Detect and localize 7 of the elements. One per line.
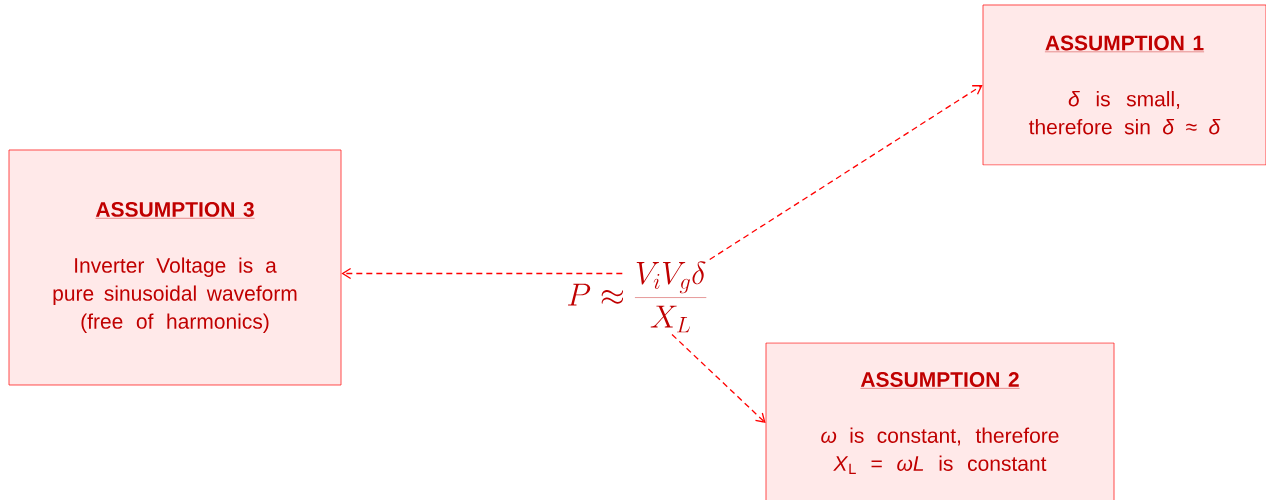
dashed-arrow [341, 267, 623, 280]
dashed-arrow [709, 85, 983, 261]
formula: $P \approx \frac{V_iV_g\delta}{X_L}$ [568, 261, 707, 333]
dashed-arrow [671, 333, 766, 423]
assumption-box: ASSUMPTION 3 Inverter Voltage is a pure sinusoidal waveform (free of harmonics) [8, 149, 342, 386]
assumption-box: ASSUMPTION 2 ω is constant, therefore X$_{L}$ = ωL is constant [765, 342, 1115, 500]
assumption-box: ASSUMPTION 1 δ is small, therefore sin δ ≈ δ [982, 4, 1266, 166]
